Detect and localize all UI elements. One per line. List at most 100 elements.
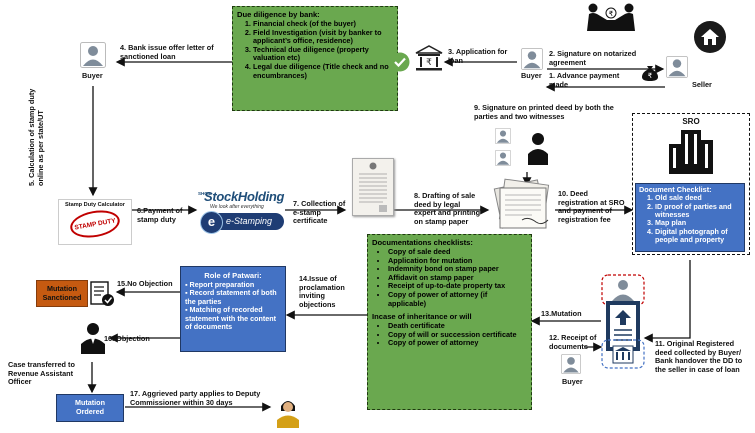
user-icon [495,128,511,144]
bank-icon: ₹ [414,44,444,77]
buyer-mid-avatar [521,48,543,75]
due-diligence-title: Due diligence by bank: [237,10,320,19]
patwari-title: Role of Patwari: [204,271,262,280]
step-9-label: 9. Signature on printed deed by both the… [474,103,614,121]
patwari-item-text: Report preparation [189,280,255,289]
step-16-label: 16. Objection [104,334,150,343]
inheritance-item: Copy of power of attorney [388,339,527,348]
money-bag-icon: ₹ [640,64,660,87]
inheritance-list: Death certificate Copy of will or succes… [372,322,527,348]
doc-checklist-title: Documentations checklists: [372,238,473,247]
patwari-item-text: Record statement of both the parties [185,288,277,306]
mutation-ordered-box: Mutation Ordered [56,394,124,422]
sro-checklist-list: Old sale deed ID proof of parties and wi… [639,194,741,244]
due-diligence-item: Technical due diligence (property valuat… [253,45,393,63]
e-stamp-certificate [352,158,394,216]
patwari-item-text: Matching of recorded statement with the … [185,305,277,332]
user-icon [666,56,688,78]
buyer-top-avatar [80,42,106,73]
shcil-mark: SHCIL [198,191,212,196]
revenue-officer-icon [80,322,106,359]
user-icon [521,48,543,70]
doc-checklist-list: Copy of sale deed Application for mutati… [372,247,527,308]
sro-checklist: Document Checklist: Old sale deed ID pro… [635,183,745,252]
mutation-sanctioned-box: Mutation Sanctioned [36,280,88,307]
doc-checklist-item: Indemnity bond on stamp paper [388,265,527,274]
step-8-label: 8. Drafting of sale deed by legal expert… [414,191,481,226]
seller-label: Seller [692,80,712,89]
buyer-top-label: Buyer [82,71,103,80]
building-icon [667,128,715,179]
patwari-role-box: Role of Patwari: ▪ Report preparation ▪ … [180,266,286,352]
sro-box: SRO Document Checklist: Old sale deed ID… [632,113,750,255]
stamp-duty-text: STAMP DUTY [73,216,117,232]
seller-avatar [666,56,688,83]
deputy-commissioner-icon [276,398,300,433]
stamp-duty-calculator: Stamp Duty Calculator STAMP DUTY [58,199,132,245]
handshake-icon: ₹ [585,2,637,37]
step-1-label: 1. Advance payment made [549,71,620,89]
step-15-label: 15.No Objection [117,279,177,289]
estamping-banner: e e-Stamping [200,211,284,234]
doc-checklist-item: Copy of power of attorney (if applicable… [388,290,527,308]
due-diligence-list: Financial check (of the buyer) Field Inv… [237,19,393,80]
doc-checklist-item: Affidavit on stamp paper [388,273,527,283]
stockholding-logo: SHCIL StockHolding We look after everyth… [198,189,284,239]
doc-checklist-item: Application for mutation [388,256,527,266]
patwari-item: ▪ Matching of recorded statement with th… [185,305,277,332]
estamping-text: e-Stamping [226,216,273,226]
user-icon [561,354,581,374]
svg-text:₹: ₹ [648,72,653,80]
approved-check-icon [390,52,410,77]
sro-title: SRO [682,117,700,126]
mutation-sanctioned-text: Mutation Sanctioned [42,284,82,302]
sro-checklist-item: Digital photograph of people and propert… [655,227,741,245]
svg-text:₹: ₹ [609,10,614,18]
mutation-documents-group [601,274,645,370]
sro-checklist-item: ID proof of parties and witnesses [655,202,741,220]
approved-document-icon [89,281,115,312]
doc-checklist-item: Receipt of up-to-date property tax [388,282,527,291]
sro-checklist-title: Document Checklist: [639,185,712,194]
step-6-label: 6.Payment of stamp duty [137,206,183,224]
inheritance-item: Copy of will or succession certificate [388,330,527,340]
step-13-label: 13.Mutation [541,309,582,318]
arrow-11 [643,260,691,343]
user-icon [80,42,106,68]
step-11-label: 11. Original Registered deed collected b… [655,339,743,374]
patwari-item: ▪ Record statement of both the parties [185,288,277,306]
case-transferred-label: Case transferred to Revenue Assistant Of… [8,360,75,387]
witness-2-avatar [495,150,511,171]
inheritance-item: Death certificate [388,322,527,331]
mutation-ordered-text: Mutation Ordered [75,398,105,416]
calculator-label: Stamp Duty Calculator [65,202,125,208]
doc-checklist-item: Copy of sale deed [388,247,527,257]
house-icon [693,20,727,59]
step-12-label: 12. Receipt of documents [549,333,597,351]
svg-text:₹: ₹ [426,58,432,68]
step-14-label: 14.Issue of proclamation inviting object… [299,274,345,309]
estamping-circle: e [200,211,223,234]
step-3-label: 3. Application for loan [448,47,508,65]
buyer-bottom-avatar [561,354,581,379]
witness-1-avatar [495,128,511,149]
due-diligence-item: Financial check (of the buyer) [253,19,393,29]
step-15-text: 15.No Objection [117,279,173,288]
stockholding-name: StockHolding [204,189,285,204]
step-17-label: 17. Aggrieved party applies to Deputy Co… [130,389,261,407]
party-person-icon [527,132,549,171]
patwari-item: ▪ Report preparation [185,280,255,289]
step-5-text: 5. Calculation of stamp duty online as p… [27,88,45,186]
buyer-mid-label: Buyer [521,71,542,80]
due-diligence-item: Legal due diligence (Title check and no … [253,62,393,80]
sro-checklist-item: Map plan [655,218,741,227]
sale-deed-papers [492,176,554,234]
step-10-label: 10. Deed registration at SRO and payment… [558,189,625,224]
due-diligence-item: Field Investigation (visit by banker to … [253,28,393,46]
step-5-label: 5. Calculation of stamp duty online as p… [27,78,45,186]
step-4-label: 4. Bank issue offer letter of sanctioned… [120,43,214,61]
sro-checklist-item: Old sale deed [655,194,741,203]
buyer-bottom-label: Buyer [562,377,583,386]
step-2-label: 2. Signature on notarized agreement [549,49,637,67]
